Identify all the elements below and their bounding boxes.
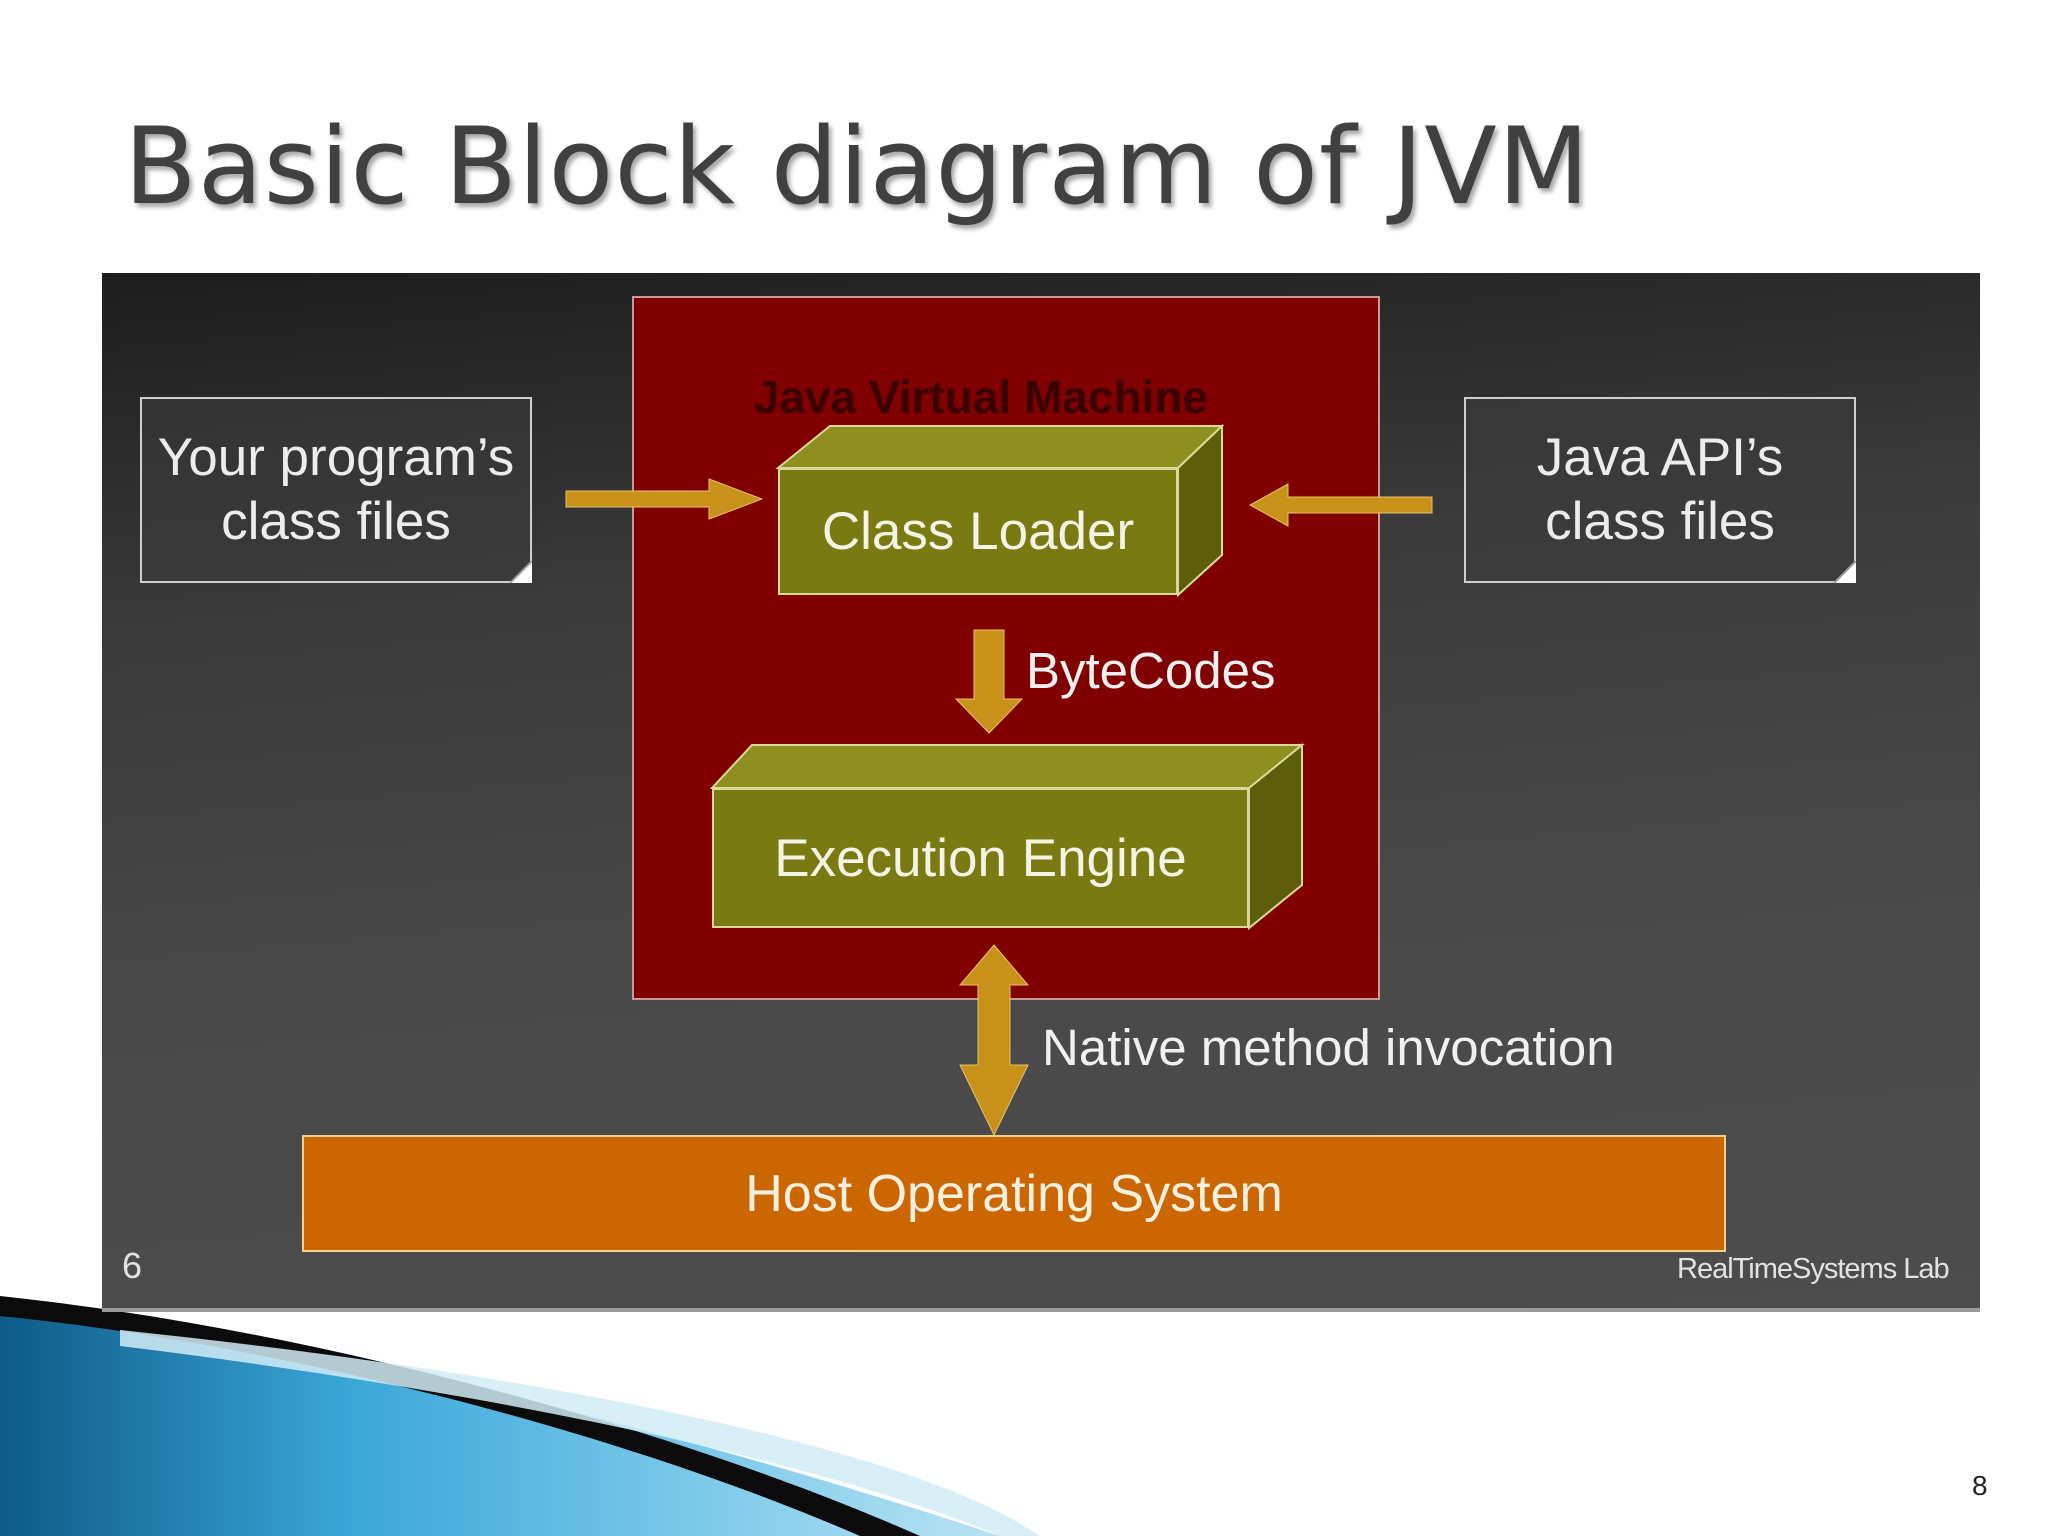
- arrow-double-native-invocation: [958, 944, 1030, 1137]
- native-method-invocation-label: Native method invocation: [1042, 1019, 1615, 1076]
- execution-engine-top-face: [709, 744, 1305, 789]
- note-right-line2: class files: [1545, 492, 1775, 551]
- arrow-left-to-class-loader: [1248, 483, 1433, 527]
- diagram-shapes: [565, 423, 1433, 1137]
- page-fold-icon: [1834, 561, 1856, 583]
- slide-title: Basic Block diagram of JVM: [124, 105, 1591, 228]
- class-loader-block: Class Loader: [778, 468, 1178, 595]
- jvm-block-diagram: Java Virtual Machine Your program’s clas…: [102, 273, 1980, 1311]
- arrow-down-bytecodes: [954, 629, 1024, 734]
- java-api-class-files-note: Java API’s class files: [1464, 397, 1856, 583]
- page-number: 8: [1972, 1470, 1988, 1501]
- note-left-line1: Your program’s: [157, 428, 515, 487]
- class-loader-top-face: [775, 425, 1225, 469]
- execution-engine-block: Execution Engine: [712, 788, 1249, 928]
- note-left-line2: class files: [221, 492, 451, 551]
- note-right-line1: Java API’s: [1536, 428, 1784, 487]
- host-operating-system-block: Host Operating System: [302, 1135, 1726, 1252]
- your-program-class-files-note: Your program’s class files: [140, 397, 532, 583]
- jvm-label: Java Virtual Machine: [753, 371, 1209, 423]
- arrow-right-to-class-loader: [565, 478, 764, 520]
- figure-bottom-border: [102, 1308, 1980, 1312]
- bytecodes-label: ByteCodes: [1026, 642, 1276, 699]
- execution-engine-side-face: [1248, 742, 1303, 931]
- figure-number: 6: [122, 1245, 143, 1286]
- class-loader-side-face: [1177, 423, 1223, 598]
- page-fold-icon: [510, 561, 532, 583]
- source-credit: RealTimeSystems Lab: [1677, 1253, 1950, 1285]
